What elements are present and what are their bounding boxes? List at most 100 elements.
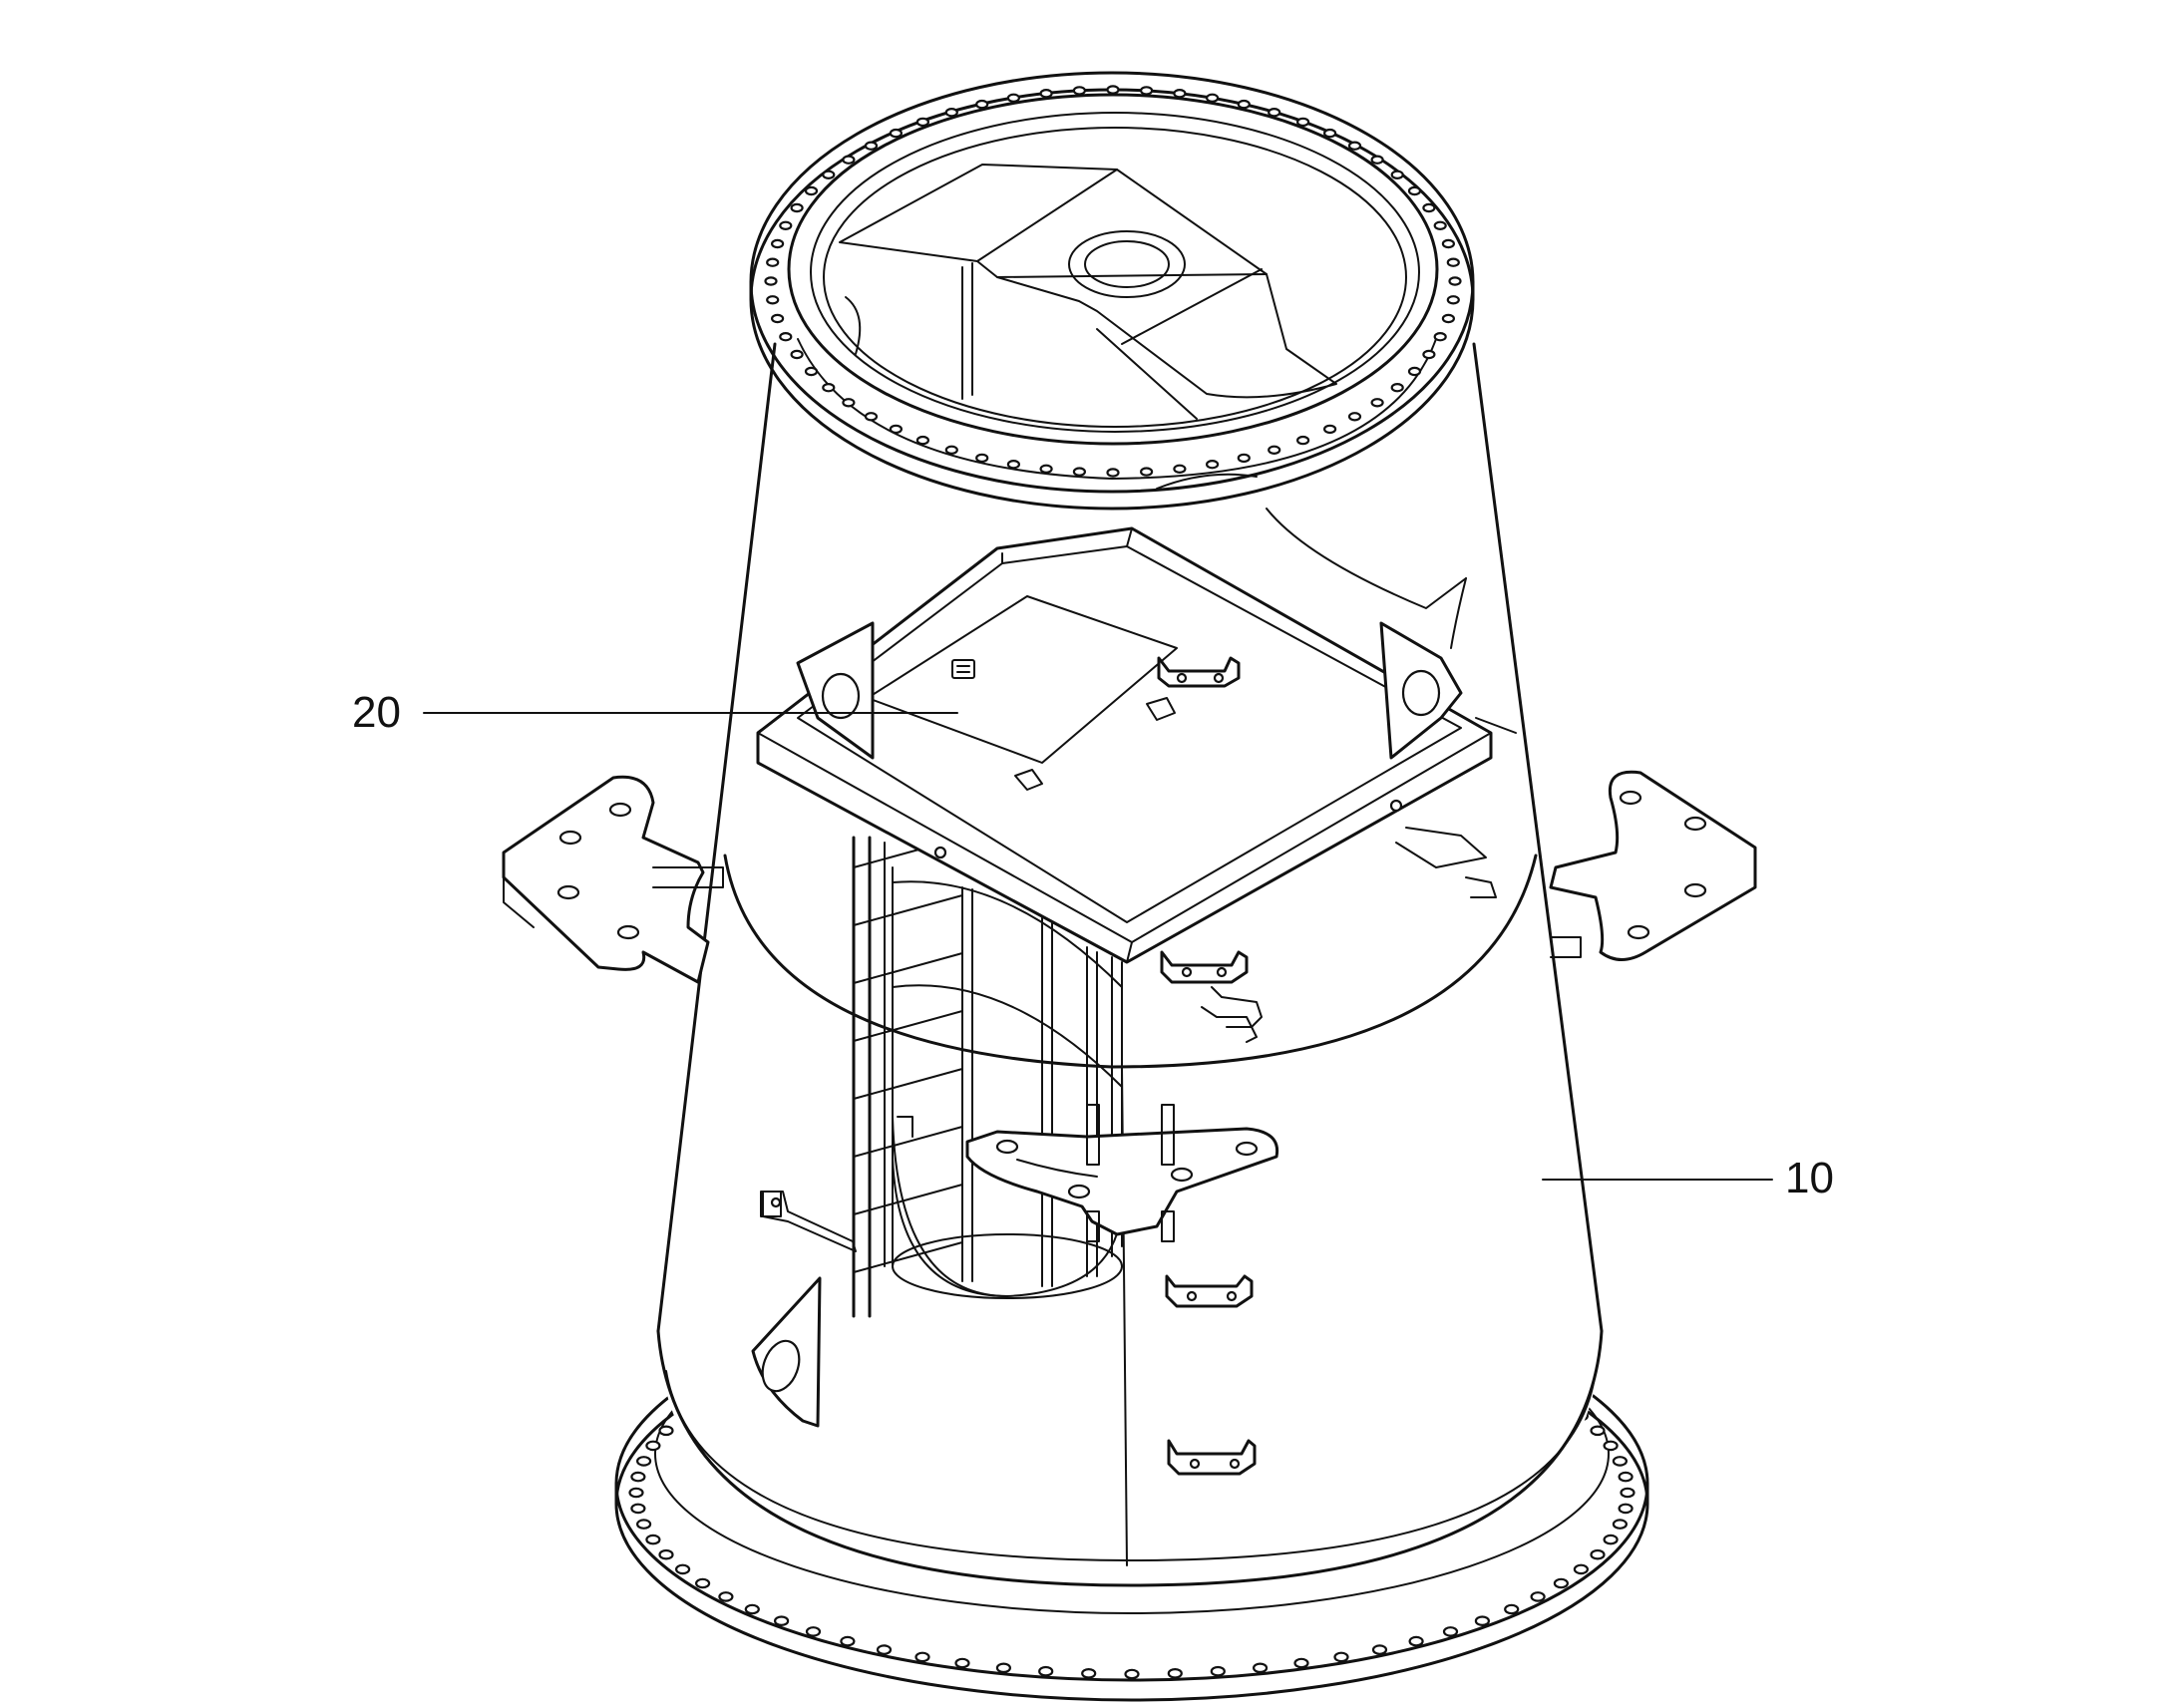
ladder-rung bbox=[853, 952, 963, 984]
bolt-hole bbox=[790, 349, 804, 360]
bolt-hole bbox=[1441, 238, 1456, 249]
bolt-hole bbox=[764, 276, 778, 286]
bolt-hole bbox=[779, 332, 793, 342]
bolt-hole bbox=[1139, 467, 1154, 477]
bolt-hole bbox=[1039, 464, 1053, 474]
bolt-hole bbox=[645, 1534, 661, 1545]
bolt-hole bbox=[1590, 1548, 1606, 1560]
bolt-hole bbox=[842, 155, 856, 165]
bolt-hole bbox=[1553, 1577, 1570, 1589]
ladder-rungs bbox=[853, 837, 963, 1273]
wall-bracket-3 bbox=[1160, 950, 1263, 1043]
bolt-hole bbox=[779, 220, 793, 230]
bolt-hole bbox=[1590, 1425, 1606, 1437]
bolt-hole bbox=[1106, 468, 1120, 478]
bolt-hole bbox=[1173, 88, 1187, 99]
bolt-hole bbox=[1167, 1668, 1183, 1679]
bolt-hole bbox=[1618, 1503, 1634, 1515]
bolt-hole bbox=[658, 1548, 674, 1560]
bolt-hole bbox=[1390, 170, 1404, 179]
bolt-hole bbox=[1370, 155, 1384, 165]
bolt-hole bbox=[1446, 295, 1460, 305]
bolt-hole bbox=[805, 1626, 822, 1637]
bolt-hole bbox=[1268, 445, 1281, 455]
bolt-hole bbox=[1446, 257, 1460, 267]
bolt-hole bbox=[744, 1603, 760, 1615]
bolt-hole bbox=[1322, 128, 1337, 139]
bolt-hole bbox=[804, 185, 819, 196]
platform-assembly bbox=[756, 508, 1517, 964]
part-label-10: 10 bbox=[1785, 1154, 1834, 1202]
bolt-hole bbox=[1347, 141, 1362, 151]
wall-bracket-1 bbox=[1165, 1274, 1254, 1308]
bolt-hole bbox=[658, 1425, 674, 1437]
ladder-rung bbox=[853, 894, 963, 926]
bolt-hole bbox=[1293, 1657, 1309, 1669]
bolt-hole bbox=[1006, 93, 1021, 104]
bolt-hole bbox=[1039, 88, 1053, 99]
bolt-hole bbox=[954, 1657, 970, 1669]
bolt-hole bbox=[674, 1563, 691, 1575]
bolt-hole bbox=[1081, 1668, 1097, 1679]
bolt-hole bbox=[1441, 313, 1456, 324]
top-inner-platform bbox=[839, 164, 1337, 420]
bolt-hole bbox=[1433, 332, 1447, 342]
bolt-hole bbox=[1407, 366, 1422, 377]
bolt-hole bbox=[995, 1662, 1012, 1674]
bolt-hole bbox=[840, 1635, 856, 1647]
bolt-hole bbox=[1422, 202, 1436, 213]
bolt-hole bbox=[1618, 1471, 1634, 1483]
bolt-hole bbox=[1433, 220, 1447, 230]
wall-bracket-2 bbox=[1167, 1439, 1257, 1476]
bolt-hole bbox=[635, 1519, 652, 1530]
bolt-hole bbox=[876, 1644, 893, 1655]
bolt-hole bbox=[1422, 349, 1436, 360]
bolt-hole bbox=[1333, 1651, 1349, 1663]
bolt-hole bbox=[1205, 93, 1220, 104]
lower-support-plate bbox=[897, 1104, 1279, 1242]
bolt-hole bbox=[1474, 1615, 1491, 1626]
ladder-rung bbox=[853, 1126, 963, 1158]
bolt-hole bbox=[1210, 1665, 1226, 1677]
bolt-hole bbox=[1072, 86, 1087, 96]
bolt-hole bbox=[1408, 1635, 1424, 1647]
bolt-hole bbox=[1106, 85, 1120, 95]
bolt-hole bbox=[1530, 1591, 1546, 1602]
bolt-hole bbox=[1347, 412, 1362, 422]
top-flange bbox=[749, 71, 1475, 511]
bolt-hole bbox=[1612, 1519, 1629, 1530]
bolt-hole bbox=[1620, 1487, 1635, 1499]
bolt-hole bbox=[630, 1471, 646, 1483]
bolt-hole bbox=[1504, 1603, 1520, 1615]
bolt-hole bbox=[1173, 464, 1187, 474]
bolt-hole bbox=[1573, 1563, 1590, 1575]
bolt-hole bbox=[790, 202, 804, 213]
bolt-hole bbox=[1205, 460, 1220, 470]
bolt-hole bbox=[1268, 107, 1281, 118]
bolt-hole bbox=[1038, 1665, 1054, 1677]
bolt-hole bbox=[770, 313, 785, 324]
bolt-hole bbox=[1442, 1626, 1459, 1637]
bolt-hole bbox=[804, 366, 819, 377]
bolt-hole bbox=[1371, 1644, 1388, 1655]
ladder-rung bbox=[853, 1068, 963, 1100]
ladder-cage bbox=[760, 836, 1123, 1318]
lifting-lug-lower bbox=[751, 1276, 822, 1428]
bolt-hole bbox=[975, 453, 989, 464]
right-support-bracket bbox=[1549, 770, 1757, 961]
ladder-rung bbox=[853, 1010, 963, 1042]
left-support-bracket bbox=[502, 775, 724, 984]
bolt-hole bbox=[914, 1651, 930, 1663]
bolt-hole bbox=[1006, 460, 1021, 470]
bolt-hole bbox=[1237, 99, 1251, 110]
bolt-hole bbox=[766, 295, 780, 305]
bolt-hole bbox=[915, 435, 930, 446]
top-flange-bolt-holes bbox=[764, 85, 1462, 478]
bolt-hole bbox=[864, 141, 879, 151]
bolt-hole bbox=[1322, 424, 1337, 435]
bolt-hole bbox=[915, 117, 930, 128]
ladder-rung bbox=[853, 1184, 963, 1215]
bolt-hole bbox=[773, 1615, 790, 1626]
bolt-hole bbox=[1407, 185, 1422, 196]
